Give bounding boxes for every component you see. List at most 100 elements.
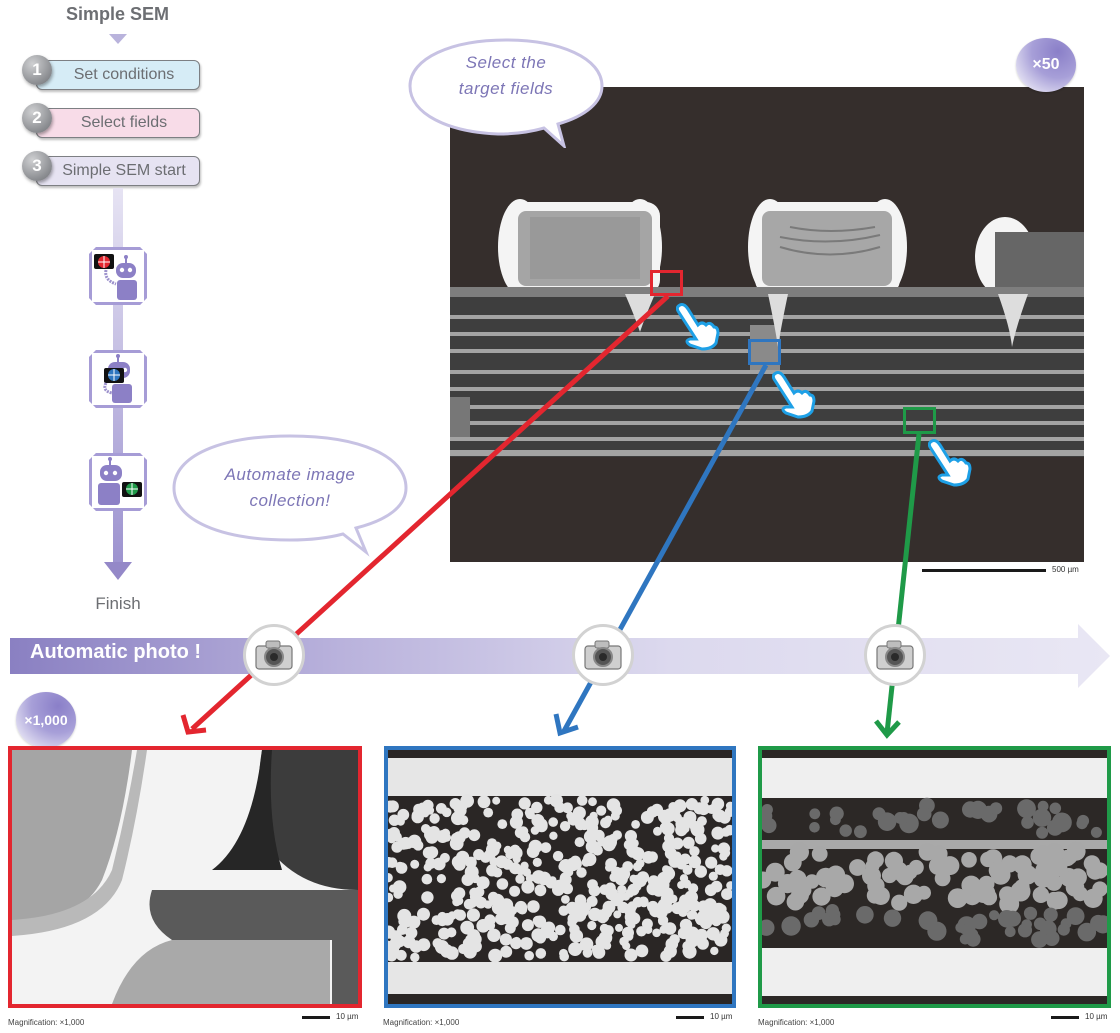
filler-particle xyxy=(962,801,979,818)
fiber-particle xyxy=(468,899,477,908)
fiber-particle xyxy=(562,802,573,814)
fiber-particle xyxy=(891,894,908,911)
fiber-particle xyxy=(688,855,702,869)
fiber-particle xyxy=(682,864,693,875)
fiber-particle xyxy=(409,940,423,953)
fiber-particle xyxy=(789,842,809,862)
fiber-particle xyxy=(696,816,707,827)
fiber-particle xyxy=(825,879,844,898)
step-simple-sem-start: Simple SEM start xyxy=(36,156,200,186)
fiber-particle xyxy=(436,874,446,884)
arrowhead-green xyxy=(874,719,901,739)
fiber-particle xyxy=(537,871,552,886)
fiber-particle xyxy=(1032,886,1050,903)
fiber-particle xyxy=(421,891,434,904)
fiber-particle xyxy=(509,844,521,855)
detail-magnification-blue: Magnification: ×1,000 xyxy=(383,1018,460,1027)
target-field-green[interactable] xyxy=(903,407,936,434)
fiber-particle xyxy=(510,937,522,950)
fiber-particle xyxy=(766,886,786,906)
fiber-particle xyxy=(453,858,466,871)
filler-particle xyxy=(828,913,841,926)
filler-particle xyxy=(839,824,852,837)
fiber-particle xyxy=(388,857,394,868)
fiber-particle xyxy=(622,926,634,939)
step-number-badge: 1 xyxy=(22,55,52,85)
fiber-particle xyxy=(460,798,469,807)
camera-shot-1 xyxy=(243,624,305,686)
fiber-particle xyxy=(574,894,587,906)
fiber-particle xyxy=(679,853,691,865)
fiber-particle xyxy=(961,852,977,868)
fiber-particle xyxy=(676,819,687,830)
filler-particle xyxy=(1093,915,1107,934)
fiber-particle xyxy=(497,819,508,829)
fiber-particle xyxy=(473,886,485,898)
fiber-particle xyxy=(710,801,720,811)
filler-particle xyxy=(1033,931,1048,946)
fiber-particle xyxy=(488,948,503,963)
filler-particle xyxy=(931,811,949,829)
fiber-particle xyxy=(490,893,505,908)
fiber-particle xyxy=(596,909,606,919)
fiber-particle xyxy=(520,937,533,950)
fiber-particle xyxy=(449,836,464,851)
fiber-particle xyxy=(672,851,682,861)
fiber-particle xyxy=(1050,846,1065,861)
fiber-particle xyxy=(1033,868,1053,888)
fiber-particle xyxy=(411,810,423,821)
robot-camera-icon xyxy=(94,254,137,300)
fiber-particle xyxy=(652,928,661,938)
magnification-badge-detail: ×1,000 xyxy=(16,692,76,748)
fiber-particle xyxy=(1037,856,1052,871)
fiber-particle xyxy=(581,857,591,867)
fiber-particle xyxy=(630,839,639,848)
pointing-hand-icon xyxy=(928,439,972,487)
fiber-particle xyxy=(423,863,432,872)
target-field-blue[interactable] xyxy=(748,339,781,365)
step-label: Set conditions xyxy=(73,66,175,83)
fiber-particle xyxy=(677,927,690,940)
fiber-particle xyxy=(486,842,500,857)
fiber-particle xyxy=(668,894,678,904)
fiber-particle xyxy=(636,926,647,937)
fiber-particle xyxy=(602,900,616,914)
camera-shot-3 xyxy=(864,624,926,686)
fiber-particle xyxy=(534,884,547,897)
fiber-particle xyxy=(585,839,600,854)
fiber-particle xyxy=(458,943,469,955)
fiber-particle xyxy=(499,933,512,946)
fiber-particle xyxy=(446,927,457,938)
flow-title: Simple SEM xyxy=(65,4,170,24)
fiber-particle xyxy=(435,803,447,814)
filler-particle xyxy=(883,909,902,927)
fiber-particle xyxy=(712,902,726,917)
fiber-particle xyxy=(582,947,593,958)
fiber-particle xyxy=(865,859,880,873)
fiber-particle xyxy=(1086,862,1104,880)
fiber-particle xyxy=(475,896,487,909)
fiber-particle xyxy=(549,831,558,840)
fiber-particle xyxy=(421,824,431,834)
fiber-particle xyxy=(476,876,490,890)
fiber-particle xyxy=(726,881,732,890)
fiber-particle xyxy=(669,934,680,945)
scale-bar-overview xyxy=(922,569,1046,572)
fiber-particle xyxy=(718,811,731,824)
filler-particle xyxy=(1023,906,1038,920)
fiber-particle xyxy=(486,864,499,877)
fiber-particle xyxy=(526,845,540,858)
fiber-particle xyxy=(711,826,725,840)
fiber-particle xyxy=(453,803,464,814)
fiber-particle xyxy=(388,892,394,903)
fiber-particle xyxy=(660,950,672,962)
fiber-particle xyxy=(695,928,708,942)
speech-bubble-select xyxy=(408,38,604,148)
fiber-particle xyxy=(663,808,677,822)
fiber-particle xyxy=(565,857,580,872)
fiber-particle xyxy=(524,950,534,961)
fiber-particle xyxy=(568,942,582,956)
fiber-particle xyxy=(535,948,547,959)
fiber-particle xyxy=(613,910,622,919)
fiber-particle xyxy=(425,830,439,844)
